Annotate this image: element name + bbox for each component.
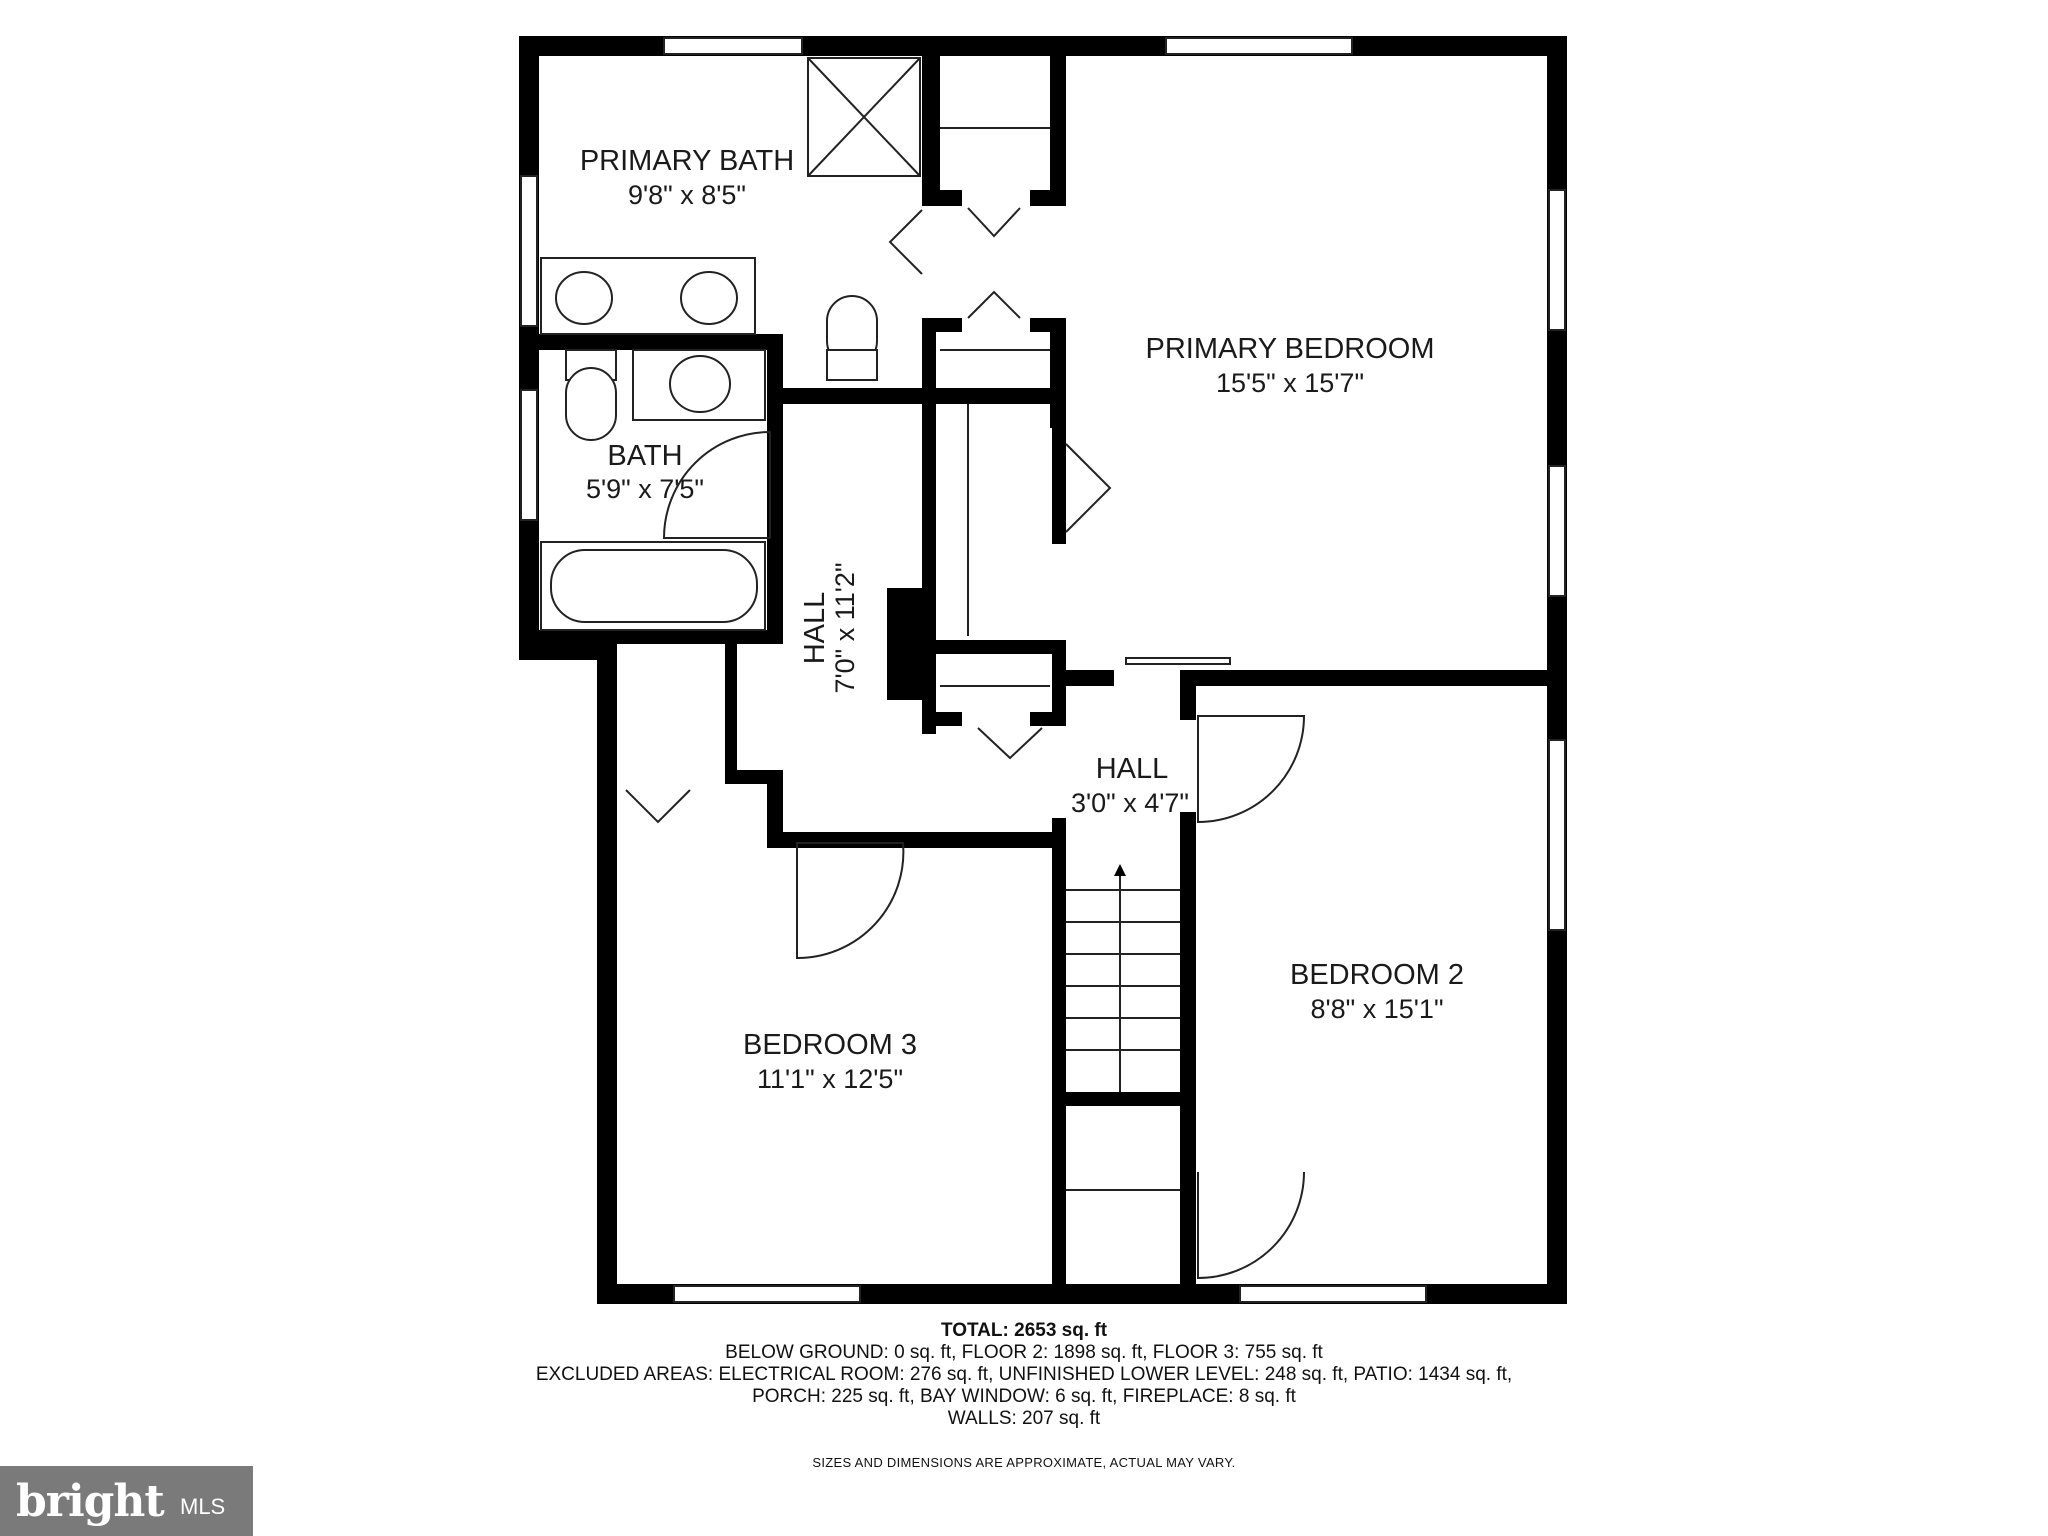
summary-line-3: PORCH: 225 sq. ft, BAY WINDOW: 6 sq. ft,… — [752, 1386, 1296, 1407]
primary-bedroom-dims: 15'5" x 15'7" — [1216, 368, 1364, 398]
summary-line-1: BELOW GROUND: 0 sq. ft, FLOOR 2: 1898 sq… — [725, 1342, 1323, 1363]
hall-main-name: HALL — [799, 592, 831, 665]
primary-bath-name: PRIMARY BATH — [580, 145, 794, 177]
total-label: TOTAL: — [940, 1320, 1009, 1341]
bedroom-3-name: BEDROOM 3 — [743, 1029, 917, 1061]
summary-line-4: WALLS: 207 sq. ft — [947, 1408, 1101, 1429]
floor-plan: PRIMARY BATH 9'8" x 8'5" BATH 5'9" x 7'5… — [519, 36, 1567, 1304]
room-labels: PRIMARY BATH 9'8" x 8'5" BATH 5'9" x 7'5… — [580, 145, 1464, 1094]
interior-walls — [519, 56, 1567, 1304]
total-value: 2653 sq. ft — [1014, 1320, 1108, 1341]
disclaimer: SIZES AND DIMENSIONS ARE APPROXIMATE, AC… — [812, 1455, 1236, 1470]
area-summary: TOTAL: 2653 sq. ft BELOW GROUND: 0 sq. f… — [0, 1320, 2048, 1474]
bath-dims: 5'9" x 7'5" — [586, 474, 704, 504]
logo-brand: bright — [16, 1476, 165, 1527]
bedroom-3-dims: 11'1" x 12'5" — [757, 1064, 903, 1094]
fixtures — [540, 57, 1306, 1280]
stairs — [1066, 864, 1180, 1191]
windows — [520, 37, 1566, 1303]
hall-small-name: HALL — [1096, 753, 1169, 785]
hall-main-dims: 7'0" x 11'2" — [830, 562, 860, 693]
primary-bath-dims: 9'8" x 8'5" — [628, 180, 746, 210]
summary-line-2: EXCLUDED AREAS: ELECTRICAL ROOM: 276 sq.… — [535, 1364, 1513, 1385]
bedroom-2-dims: 8'8" x 15'1" — [1310, 994, 1443, 1024]
bath-name: BATH — [607, 440, 682, 472]
logo-suffix: MLS — [180, 1494, 226, 1519]
hall-small-dims: 3'0" x 4'7" — [1071, 788, 1189, 818]
primary-bedroom-name: PRIMARY BEDROOM — [1146, 333, 1435, 365]
total-area: TOTAL: 2653 sq. ft — [0, 1320, 2048, 1342]
bedroom-2-name: BEDROOM 2 — [1290, 959, 1464, 991]
bright-mls-logo: bright MLS — [0, 1466, 253, 1536]
